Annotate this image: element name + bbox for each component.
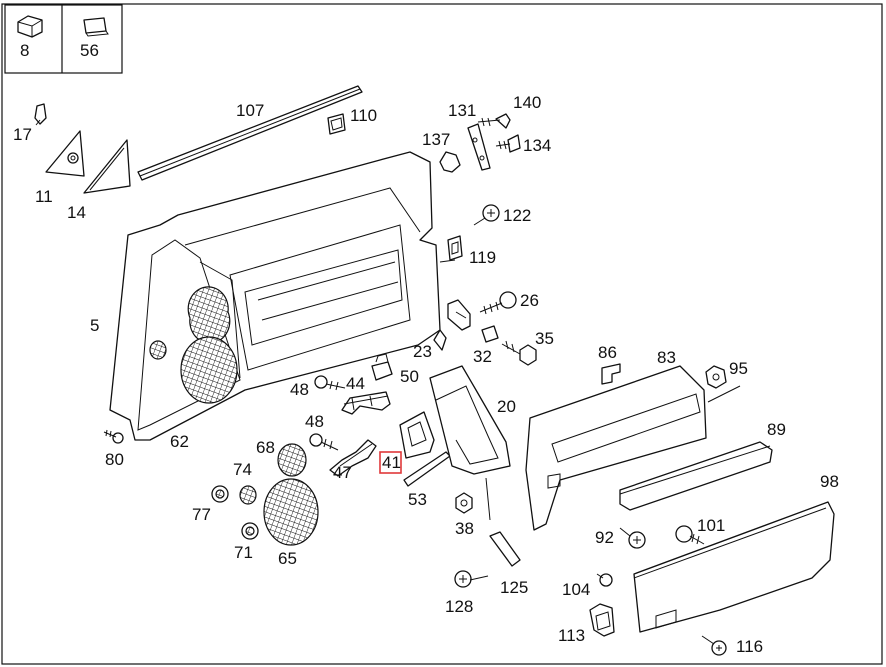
part-20-armrest: [429, 365, 511, 521]
callout-41: 41: [382, 453, 401, 472]
callout-5: 5: [90, 316, 99, 335]
part-77-speaker-cap: [211, 485, 229, 503]
callout-107: 107: [236, 101, 264, 120]
part-107-window-strip: [137, 85, 363, 181]
callout-110: 110: [350, 106, 377, 125]
part-11-mirror-cover: [45, 130, 85, 177]
part-17-clip: [34, 103, 47, 125]
callout-140: 140: [513, 93, 541, 112]
part-89-trim-strip: [619, 441, 773, 511]
part-26-screw: [479, 291, 517, 315]
callout-116: 116: [736, 637, 763, 656]
callout-48-lower: 48: [305, 412, 324, 431]
part-71-speaker-cap: [241, 522, 259, 540]
callout-104: 104: [562, 580, 590, 599]
callout-131: 131: [448, 101, 476, 120]
callout-53: 53: [408, 490, 427, 509]
callout-128: 128: [445, 597, 473, 616]
callout-32: 32: [473, 347, 492, 366]
callout-83: 83: [657, 348, 676, 367]
part-98-door-pocket: [633, 501, 835, 633]
callout-80: 80: [105, 450, 124, 469]
part-86-clip: [601, 363, 621, 385]
part-41-handle-bezel: [399, 411, 435, 459]
cube-clip-icon: [17, 15, 43, 38]
callout-17: 17: [13, 125, 32, 144]
part-83-lower-trim-panel: [525, 365, 707, 531]
callout-48-upper: 48: [290, 380, 309, 399]
callout-41-highlight-box: [379, 451, 402, 474]
callout-26: 26: [520, 291, 539, 310]
part-38-nut: [455, 492, 473, 514]
part-134-screw: [495, 134, 521, 153]
callout-20: 20: [497, 397, 516, 416]
part-14-corner-trim: [83, 139, 131, 194]
callout-50: 50: [400, 367, 419, 386]
part-50-clip: [371, 353, 393, 381]
legend-label-8: 8: [20, 41, 29, 60]
diagram-frame: [1, 3, 883, 665]
part-116-screw: [701, 635, 727, 656]
part-23-bracket: [433, 299, 471, 351]
callout-122: 122: [503, 206, 531, 225]
part-65-speaker-grille: [263, 478, 319, 546]
callout-137: 137: [422, 130, 450, 149]
part-80-screw: [103, 429, 124, 444]
callout-86: 86: [598, 343, 617, 362]
callout-89: 89: [767, 420, 786, 439]
part-95-nut: [705, 365, 741, 403]
part-68-speaker-grille: [277, 443, 307, 477]
part-48-screw-upper: [314, 375, 346, 391]
callout-38: 38: [455, 519, 474, 538]
callout-95: 95: [729, 359, 748, 378]
part-101-screw: [675, 525, 705, 545]
part-119-clip: [447, 235, 463, 261]
callout-68: 68: [256, 438, 275, 457]
part-5-door-panel: [109, 151, 456, 441]
part-131-bracket: [467, 123, 491, 171]
flat-pad-icon: [83, 17, 109, 37]
callout-74: 74: [233, 460, 252, 479]
part-92-screw: [619, 527, 646, 549]
part-122-screw: [473, 204, 500, 226]
callout-14: 14: [67, 203, 86, 222]
part-110-clip: [327, 113, 346, 135]
part-74-speaker-grille: [239, 485, 257, 505]
callout-77: 77: [192, 505, 211, 524]
part-35-nut: [501, 340, 537, 366]
part-137-plug: [439, 151, 461, 173]
callout-98: 98: [820, 472, 839, 491]
callout-11: 11: [35, 187, 53, 206]
callout-47: 47: [333, 463, 352, 482]
part-104-nut: [596, 573, 613, 587]
part-32-clip: [481, 325, 499, 343]
callout-23: 23: [413, 342, 432, 361]
callout-101: 101: [697, 516, 725, 535]
callout-62: 62: [170, 432, 189, 451]
callout-44: 44: [346, 374, 365, 393]
part-44-door-lock-link: [341, 391, 391, 415]
part-128-screw: [454, 570, 489, 588]
part-113-clip: [589, 603, 615, 637]
part-125-plate: [489, 531, 521, 567]
legend-label-56: 56: [80, 41, 99, 60]
callout-71: 71: [234, 543, 253, 562]
callout-65: 65: [278, 549, 297, 568]
part-47-door-handle-rod: [329, 439, 377, 477]
callout-113: 113: [558, 626, 585, 645]
callout-134: 134: [523, 136, 551, 155]
part-140-screw: [477, 113, 511, 129]
part-48-screw-lower: [309, 433, 339, 451]
legend-box: 8 56: [4, 4, 123, 74]
callout-92: 92: [595, 528, 614, 547]
callout-125: 125: [500, 578, 528, 597]
callout-119: 119: [469, 248, 496, 267]
callout-35: 35: [535, 329, 554, 348]
